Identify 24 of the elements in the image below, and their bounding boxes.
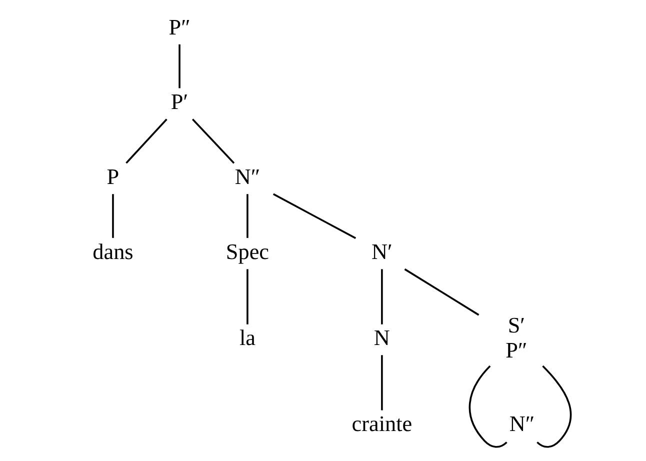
connector [468,365,507,448]
connector [536,365,572,448]
node-text: S′ P″ [505,312,527,362]
connector [112,194,114,238]
connector [125,118,167,164]
connector [380,355,382,410]
connector [404,268,479,316]
node-text: P″ [168,14,190,40]
node-text: dans [92,238,133,264]
connector [272,193,356,239]
node-text: Spec [225,238,269,264]
node-text: la [238,324,255,350]
connector [178,44,180,88]
node-text: N [373,324,390,350]
node-text: N″ [234,164,260,190]
node-text: N″ [508,410,534,436]
connector [246,194,248,238]
node-text: P′ [170,89,188,114]
node-text: N′ [371,238,392,264]
connector [380,269,382,324]
connector [191,118,234,164]
node-text: crainte [351,410,412,436]
connector [246,269,248,324]
node-text: P [106,164,119,190]
